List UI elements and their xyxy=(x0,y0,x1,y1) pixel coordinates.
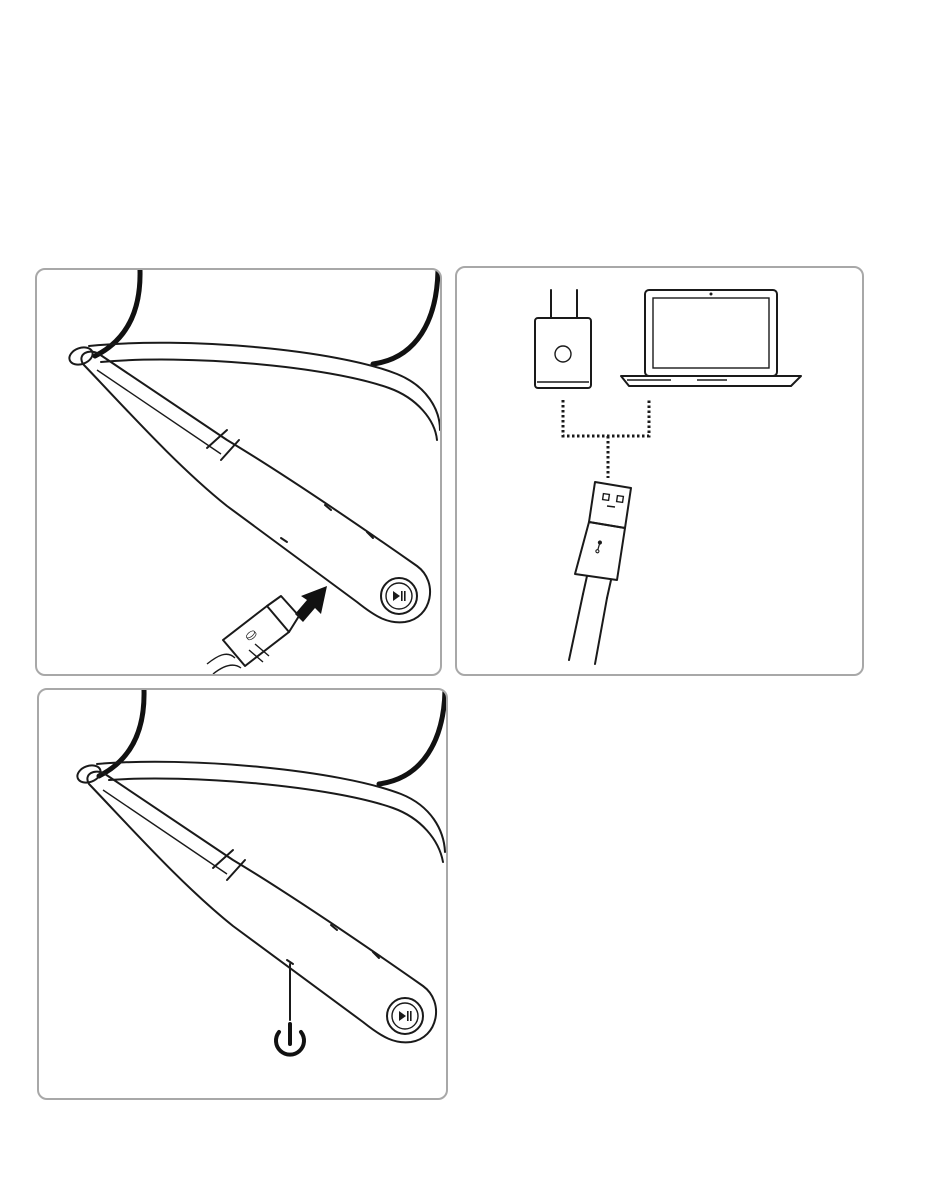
neckband-arm xyxy=(81,352,430,623)
ring-line-2 xyxy=(221,440,239,460)
play-pause-button-icon xyxy=(381,578,417,614)
usb-symbol-icon: ⊶ xyxy=(588,537,609,556)
neckband-arm xyxy=(87,772,436,1043)
power-sources-illustration: ⊶ xyxy=(457,268,862,674)
neck-outline-right xyxy=(379,690,445,784)
neck-outline-right xyxy=(373,270,438,364)
panel-power-sources: ⊶ xyxy=(455,266,864,676)
connector-charger-laptop xyxy=(563,400,649,436)
side-button-3 xyxy=(281,538,287,542)
neckband-charging-illustration: ⛀ xyxy=(37,270,440,674)
ring-line-2 xyxy=(227,860,245,880)
panel-power-button xyxy=(37,688,448,1100)
power-button-illustration xyxy=(39,690,446,1098)
laptop-icon xyxy=(621,290,801,386)
collar-band-bottom xyxy=(101,360,437,440)
usb-connector-icon xyxy=(569,482,631,664)
arm-inner-line xyxy=(103,790,227,874)
panel-charge-neckband: ⛀ xyxy=(35,268,442,676)
wall-charger-icon xyxy=(535,290,591,388)
usb-cable-icon: ⛀ xyxy=(207,596,299,674)
play-pause-button-icon xyxy=(387,998,423,1034)
power-icon xyxy=(276,1024,304,1055)
arm-inner-line xyxy=(97,370,221,454)
svg-text:⛀: ⛀ xyxy=(242,625,261,645)
